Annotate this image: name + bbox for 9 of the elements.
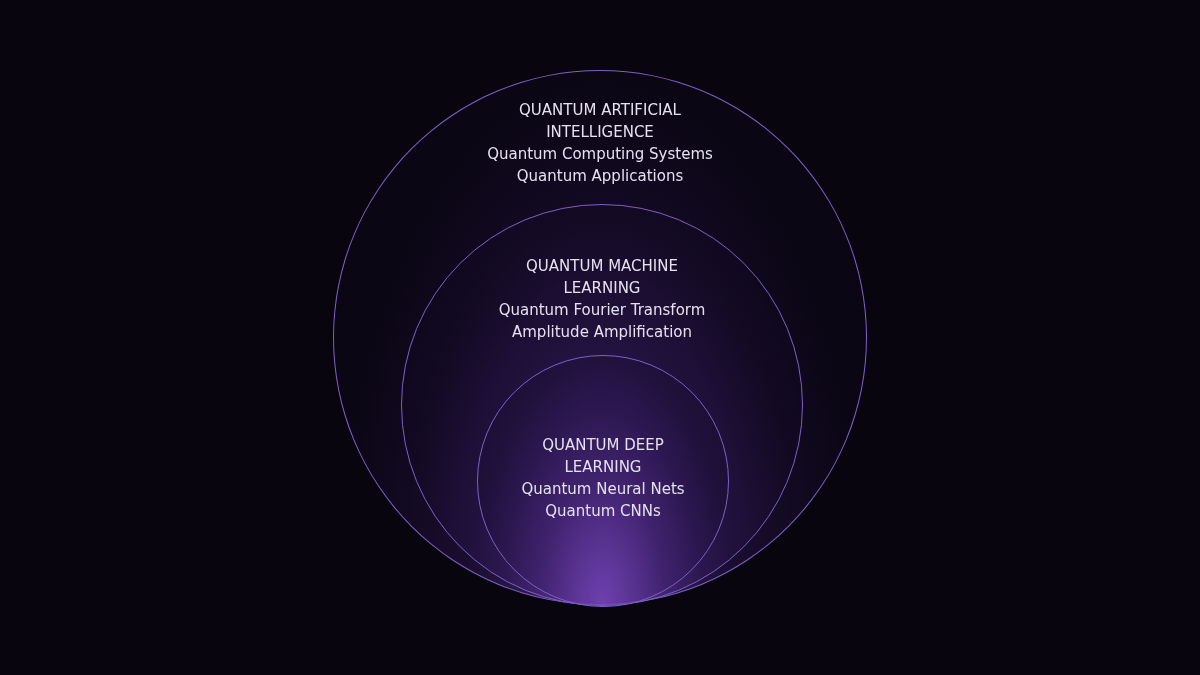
- list-item: Quantum Applications: [516, 166, 684, 187]
- list-item: Quantum CNNs: [545, 501, 661, 522]
- list-item: Amplitude Amplification: [512, 322, 692, 343]
- circle-heading: QUANTUM MACHINE LEARNING: [525, 256, 679, 299]
- list-item: Quantum Fourier Transform: [498, 300, 706, 321]
- circle-heading: QUANTUM ARTIFICIAL INTELLIGENCE: [518, 100, 682, 143]
- circle-heading: QUANTUM DEEP LEARNING: [541, 435, 665, 478]
- list-item: Quantum Computing Systems: [487, 144, 713, 165]
- list-item: Quantum Neural Nets: [521, 479, 685, 500]
